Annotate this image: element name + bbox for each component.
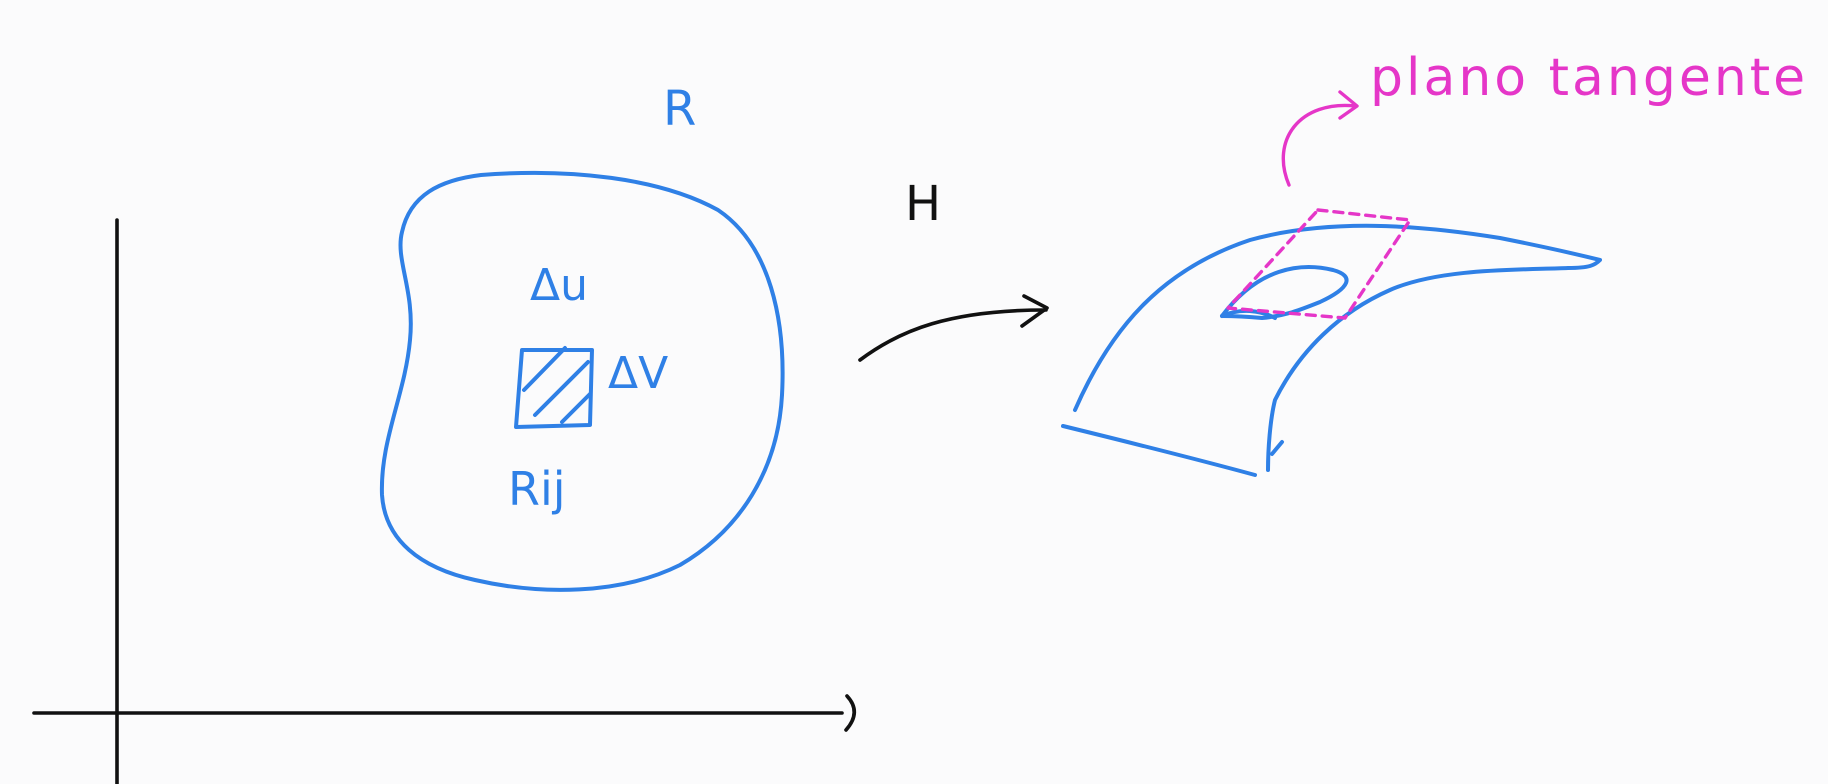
delta-u-label: Δu <box>530 260 588 311</box>
tangent-plane-label: plano tangente <box>1370 48 1808 108</box>
region-label: R <box>663 81 696 137</box>
surface-top-edge <box>1073 223 1602 472</box>
tangent-plane-pointer-head <box>1338 90 1359 120</box>
x-axis-arrowhead <box>844 694 857 732</box>
tangent-plane-pointer-curve <box>1281 103 1358 187</box>
surface-front-edge <box>1061 424 1257 477</box>
tangent-plane-annotation: plano tangente <box>1226 48 1808 320</box>
hatch-line-1 <box>522 346 567 392</box>
mapping-arrow-head <box>1020 294 1049 328</box>
delta-v-label: ΔV <box>608 348 668 399</box>
coordinate-axes <box>32 218 857 784</box>
hatch-line-2 <box>533 360 590 417</box>
mapping-arrow-curve <box>858 308 1048 362</box>
mapping-arrow: H <box>858 176 1049 362</box>
subrectangle-outline <box>514 348 594 429</box>
subrectangle-label: Rij <box>508 462 566 516</box>
tangent-plane-parallelogram <box>1226 208 1412 320</box>
hatch-line-3 <box>560 392 592 424</box>
region-boundary <box>379 170 785 592</box>
surface-patch <box>1220 265 1349 320</box>
region-r: R Δu ΔV Rij <box>379 81 785 592</box>
map-label: H <box>905 176 941 232</box>
surface-corner-tick <box>1270 440 1284 456</box>
subrectangle-rij <box>514 346 594 429</box>
surface <box>1061 223 1602 477</box>
